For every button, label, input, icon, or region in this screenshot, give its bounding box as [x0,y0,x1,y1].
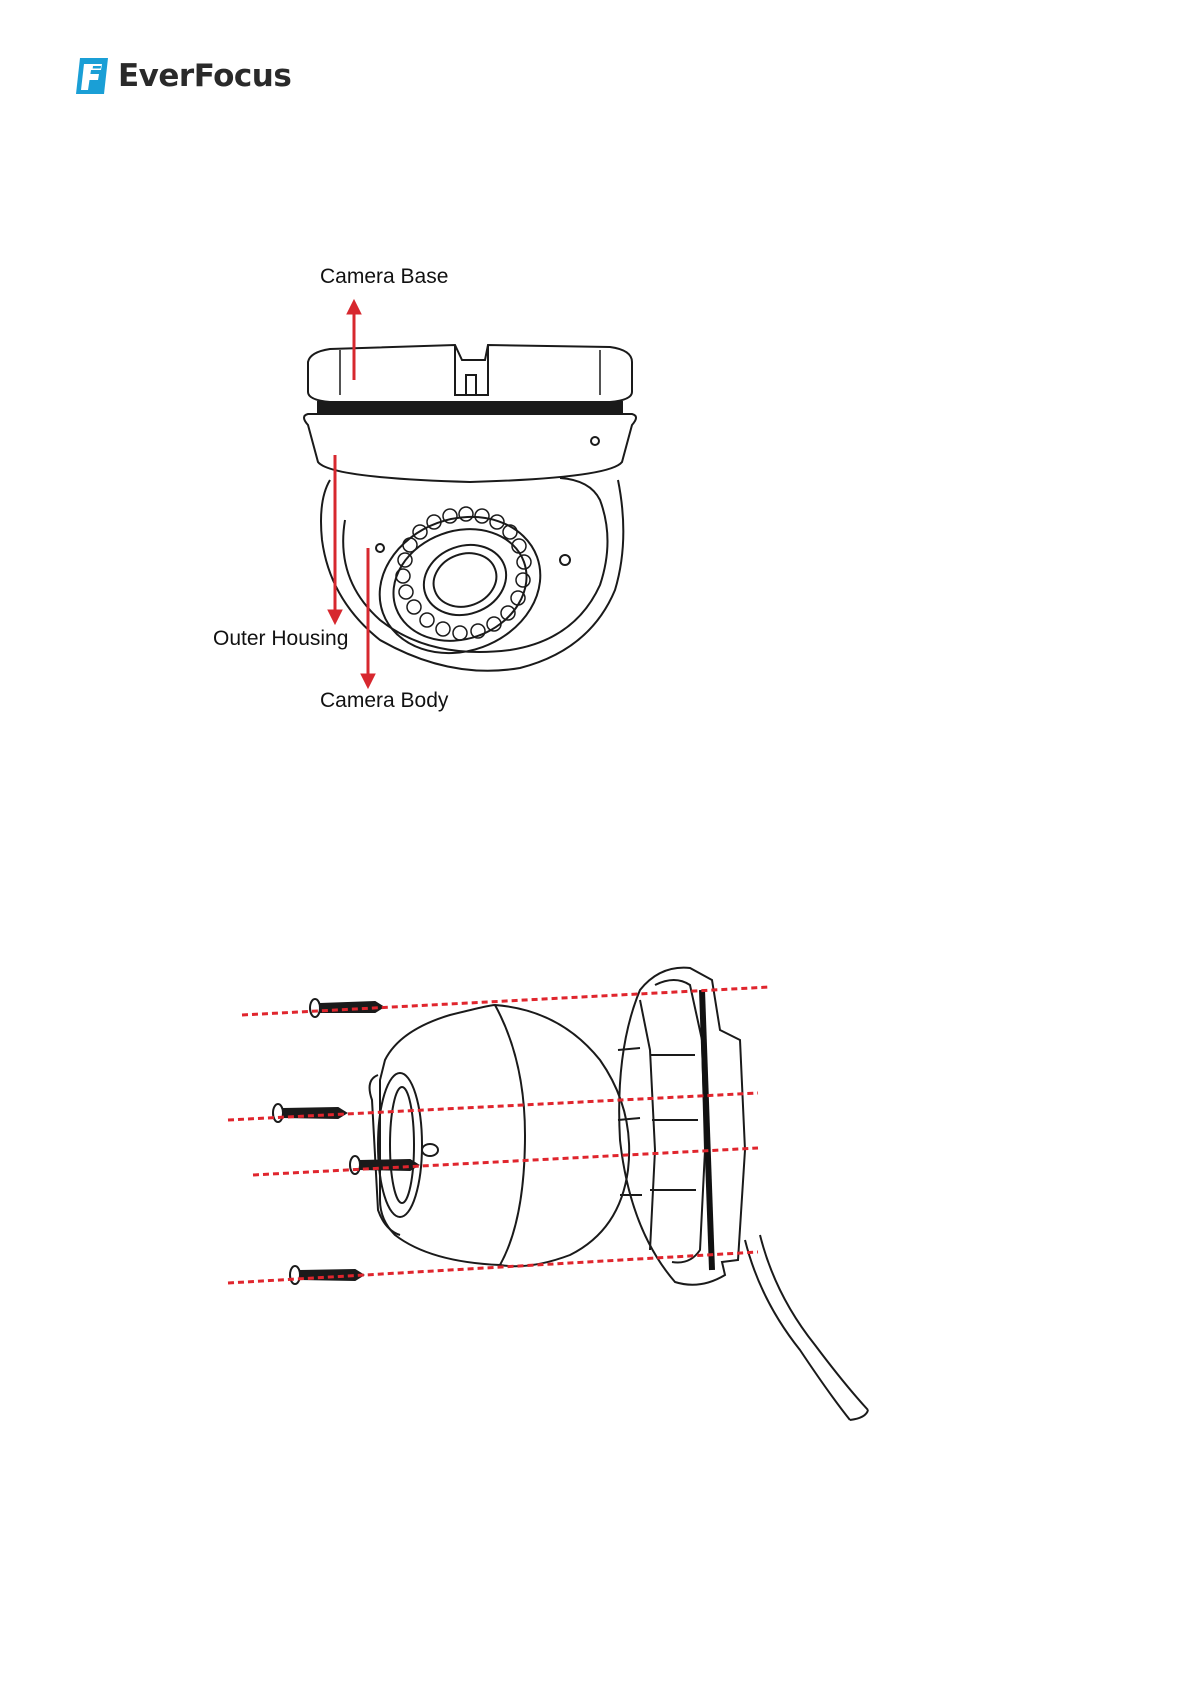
screw-3 [350,1156,418,1174]
camera-base-side [618,968,868,1420]
camera-body-side [370,1005,630,1266]
screws [273,999,418,1284]
lens-ring [378,1073,422,1217]
screw-2 [273,1104,346,1122]
alignment-guides [228,987,770,1283]
